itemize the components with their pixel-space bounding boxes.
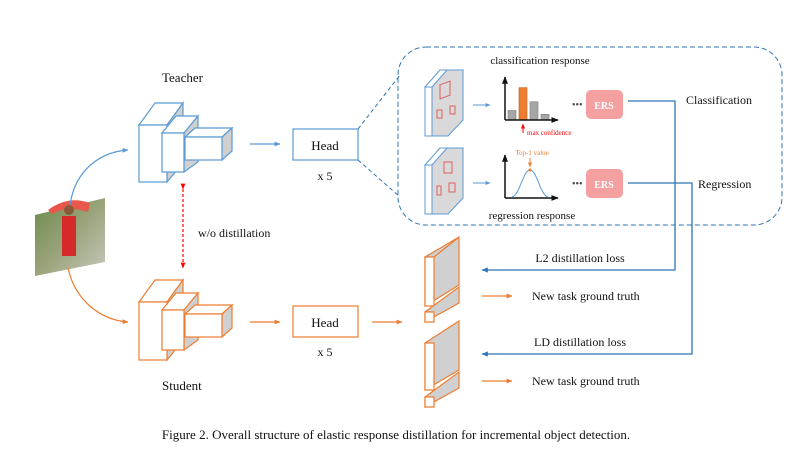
teacher-head-box bbox=[292, 128, 359, 161]
student-reg-output bbox=[424, 319, 460, 409]
wo-distillation-label: w/o distillation bbox=[198, 226, 270, 240]
student-head-box bbox=[292, 305, 359, 338]
student-head-count: x 5 bbox=[318, 345, 333, 359]
cls-bar-max bbox=[518, 87, 528, 121]
l2-loss-connector bbox=[481, 100, 676, 273]
student-head-label: Head bbox=[311, 315, 339, 330]
classification-label: Classification bbox=[686, 93, 752, 107]
zoom-line-bottom bbox=[357, 159, 401, 198]
regression-response-label: regression response bbox=[489, 210, 576, 222]
figure-caption: Figure 2. Overall structure of elastic r… bbox=[162, 427, 630, 442]
max-confidence-label: max confidence bbox=[527, 129, 572, 137]
teacher-head-count: x 5 bbox=[318, 169, 333, 183]
reg-ers-box bbox=[586, 169, 623, 198]
classification-response-chart bbox=[502, 76, 559, 123]
cls-gt-label: New task ground truth bbox=[532, 289, 640, 303]
classification-response-label: classification response bbox=[490, 55, 589, 67]
cls-ers-label: ERS bbox=[594, 101, 614, 112]
ld-loss-connector bbox=[481, 182, 693, 357]
student-backbone bbox=[137, 278, 234, 362]
cls-bar bbox=[529, 101, 539, 121]
student-label: Student bbox=[162, 378, 202, 393]
input-image bbox=[35, 198, 105, 276]
cls-ellipsis: ••• bbox=[572, 100, 583, 111]
l2-loss-label: L2 distillation loss bbox=[535, 251, 625, 265]
reg-ellipsis: ••• bbox=[572, 179, 583, 190]
input-to-teacher-arrow bbox=[69, 147, 129, 206]
teacher-head-label: Head bbox=[311, 138, 339, 153]
teacher-backbone bbox=[137, 101, 234, 184]
top1-point bbox=[528, 168, 532, 172]
student-cls-output bbox=[424, 235, 460, 324]
top1-value-label: Top-1 value bbox=[515, 149, 549, 157]
zoom-line-top bbox=[357, 74, 401, 130]
ld-loss-label: LD distillation loss bbox=[534, 335, 626, 349]
cls-bar bbox=[540, 114, 550, 121]
input-to-student-arrow bbox=[67, 267, 129, 325]
regression-distribution-curve bbox=[511, 169, 549, 198]
reg-ers-label: ERS bbox=[594, 180, 614, 191]
cls-bar bbox=[507, 110, 517, 121]
teacher-head-detail-panel bbox=[397, 46, 783, 226]
reg-gt-label: New task ground truth bbox=[532, 374, 640, 388]
teacher-label: Teacher bbox=[162, 70, 204, 85]
classification-feature-map bbox=[423, 69, 465, 137]
regression-label: Regression bbox=[698, 177, 751, 191]
regression-feature-map bbox=[423, 147, 465, 215]
cls-ers-box bbox=[586, 90, 623, 119]
